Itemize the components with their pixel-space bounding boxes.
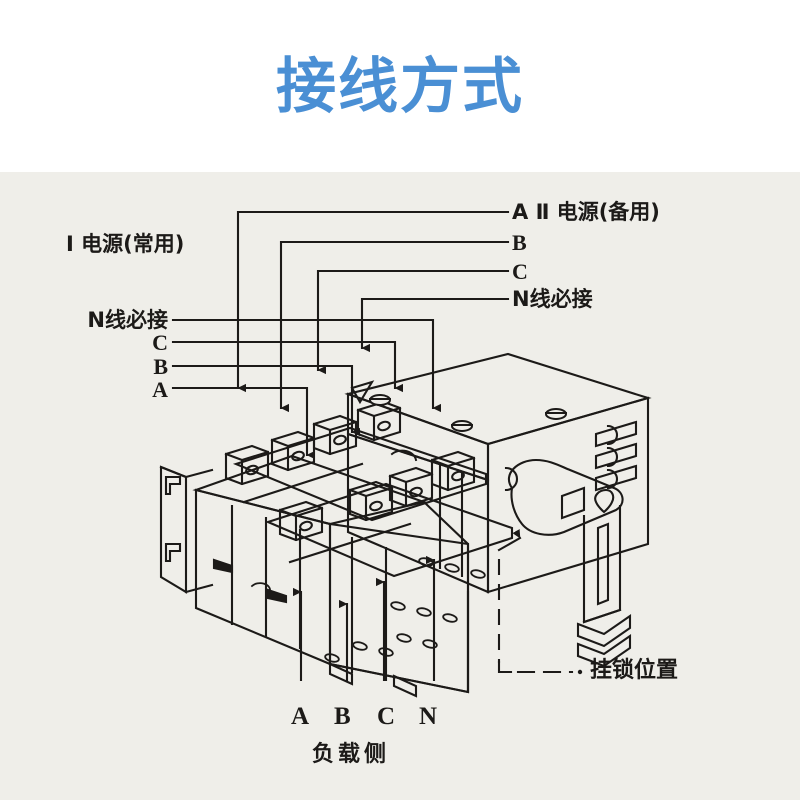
header-bar: 接线方式 bbox=[0, 0, 800, 172]
vent-holes bbox=[324, 557, 486, 663]
label-right-terminal-c: C bbox=[512, 259, 528, 284]
terminal-block bbox=[312, 414, 358, 456]
leader-left-n bbox=[171, 318, 441, 413]
diagram-panel: I 电源(常用) A Ⅱ 电源(备用) B C N线必接 N线必接 C B A … bbox=[0, 172, 800, 800]
terminal-block bbox=[348, 480, 394, 522]
screw-head bbox=[544, 407, 568, 421]
switch-body bbox=[192, 426, 514, 698]
leader-left-a bbox=[171, 386, 315, 460]
label-left-terminal-c: C bbox=[152, 330, 168, 355]
label-left-terminal-a: A bbox=[152, 377, 168, 402]
label-left-terminal-b: B bbox=[153, 354, 168, 379]
leader-right-n bbox=[360, 297, 510, 353]
diagram-canvas bbox=[0, 172, 800, 800]
terminal-block bbox=[356, 400, 402, 442]
label-right-terminal-b: B bbox=[512, 230, 527, 255]
leader-lines-left-source bbox=[236, 210, 510, 413]
load-side-arrows bbox=[293, 555, 436, 682]
terminal-block bbox=[388, 466, 434, 508]
label-padlock-position: 挂锁位置 bbox=[590, 658, 679, 683]
label-left-terminal-n: N线必接 bbox=[87, 308, 168, 332]
screw-head bbox=[450, 419, 474, 433]
mechanism-housing bbox=[344, 352, 652, 594]
terminal-block bbox=[270, 430, 316, 472]
padlock-leader bbox=[497, 529, 583, 675]
terminal-blocks bbox=[224, 400, 476, 542]
louver-vents bbox=[594, 420, 638, 492]
page-title: 接线方式 bbox=[276, 52, 524, 122]
label-load-a: A bbox=[291, 703, 310, 730]
leader-right-a bbox=[236, 210, 510, 393]
label-load-n: N bbox=[419, 703, 438, 730]
leader-lines-right-source bbox=[171, 318, 441, 460]
label-source-1: I 电源(常用) bbox=[66, 232, 185, 256]
mounting-bracket bbox=[159, 465, 214, 594]
label-load-b: B bbox=[334, 703, 351, 730]
terminal-block bbox=[430, 450, 476, 492]
leader-left-c bbox=[171, 340, 403, 393]
label-load-c: C bbox=[377, 703, 396, 730]
label-load-side: 负载侧 bbox=[312, 742, 391, 767]
screw-head bbox=[368, 393, 392, 407]
operating-handle bbox=[504, 458, 632, 668]
leader-right-b bbox=[279, 240, 510, 413]
label-source-2: A Ⅱ 电源(备用) bbox=[512, 200, 660, 224]
terminal-block bbox=[224, 444, 270, 486]
leader-right-c bbox=[316, 269, 510, 375]
label-right-terminal-n: N线必接 bbox=[512, 287, 593, 311]
terminal-block bbox=[278, 500, 324, 542]
leader-left-b bbox=[171, 364, 360, 437]
